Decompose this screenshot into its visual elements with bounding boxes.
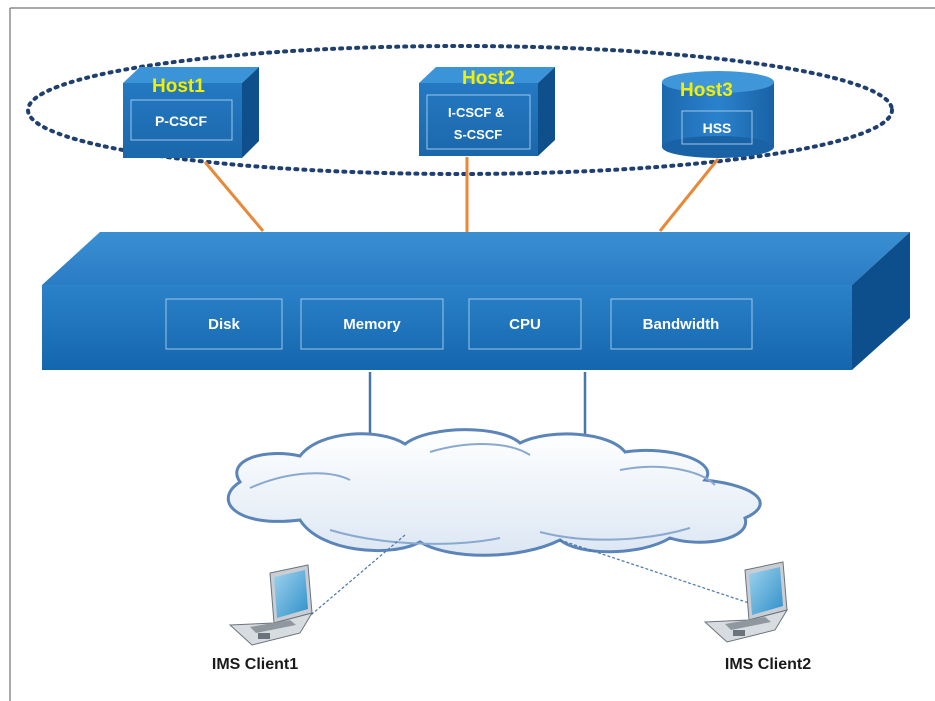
resource-memory-label: Memory bbox=[343, 316, 401, 333]
resource-disk: Disk bbox=[165, 298, 283, 350]
client2-laptop-icon bbox=[703, 561, 789, 643]
client1-label: IMS Client1 bbox=[212, 656, 298, 673]
resource-bandwidth: Bandwidth bbox=[610, 298, 753, 350]
host1-service-box bbox=[130, 99, 233, 141]
client1-link bbox=[304, 534, 406, 621]
host3-service-label: HSS bbox=[703, 120, 732, 136]
network-cloud bbox=[226, 428, 762, 557]
resource-disk-label: Disk bbox=[208, 316, 240, 333]
host1-service-line: P-CSCF bbox=[155, 113, 208, 129]
resource-bandwidth-label: Bandwidth bbox=[643, 316, 720, 333]
client2-label: IMS Client2 bbox=[725, 656, 811, 673]
host1-server: P-CSCF Host1 bbox=[123, 67, 259, 158]
host2-server: I-CSCF & S-CSCF Host2 bbox=[419, 67, 555, 156]
host1-label: Host1 bbox=[152, 76, 205, 97]
host3-connector bbox=[658, 158, 720, 232]
host2-service-line1: I-CSCF & bbox=[448, 105, 504, 120]
host2-service-box bbox=[426, 94, 531, 150]
resource-memory: Memory bbox=[300, 298, 444, 350]
host3-label: Host3 bbox=[680, 80, 733, 101]
host3-service-line: HSS bbox=[703, 120, 732, 136]
host2-service-line2: S-CSCF bbox=[454, 127, 502, 142]
resource-cpu: CPU bbox=[468, 298, 582, 350]
host2-service-label: I-CSCF & S-CSCF bbox=[448, 105, 508, 142]
resource-pool-slab bbox=[42, 232, 910, 370]
host2-label: Host2 bbox=[462, 68, 515, 89]
resource-cpu-label: CPU bbox=[509, 316, 541, 333]
host3-service-box bbox=[681, 110, 753, 145]
host-group-ellipse bbox=[26, 44, 894, 176]
client1-laptop-icon bbox=[228, 564, 314, 646]
host1-connector bbox=[203, 161, 265, 232]
host3-database: HSS Host3 bbox=[662, 71, 774, 158]
host1-service-label: P-CSCF bbox=[155, 113, 208, 129]
client2-link bbox=[559, 539, 756, 606]
